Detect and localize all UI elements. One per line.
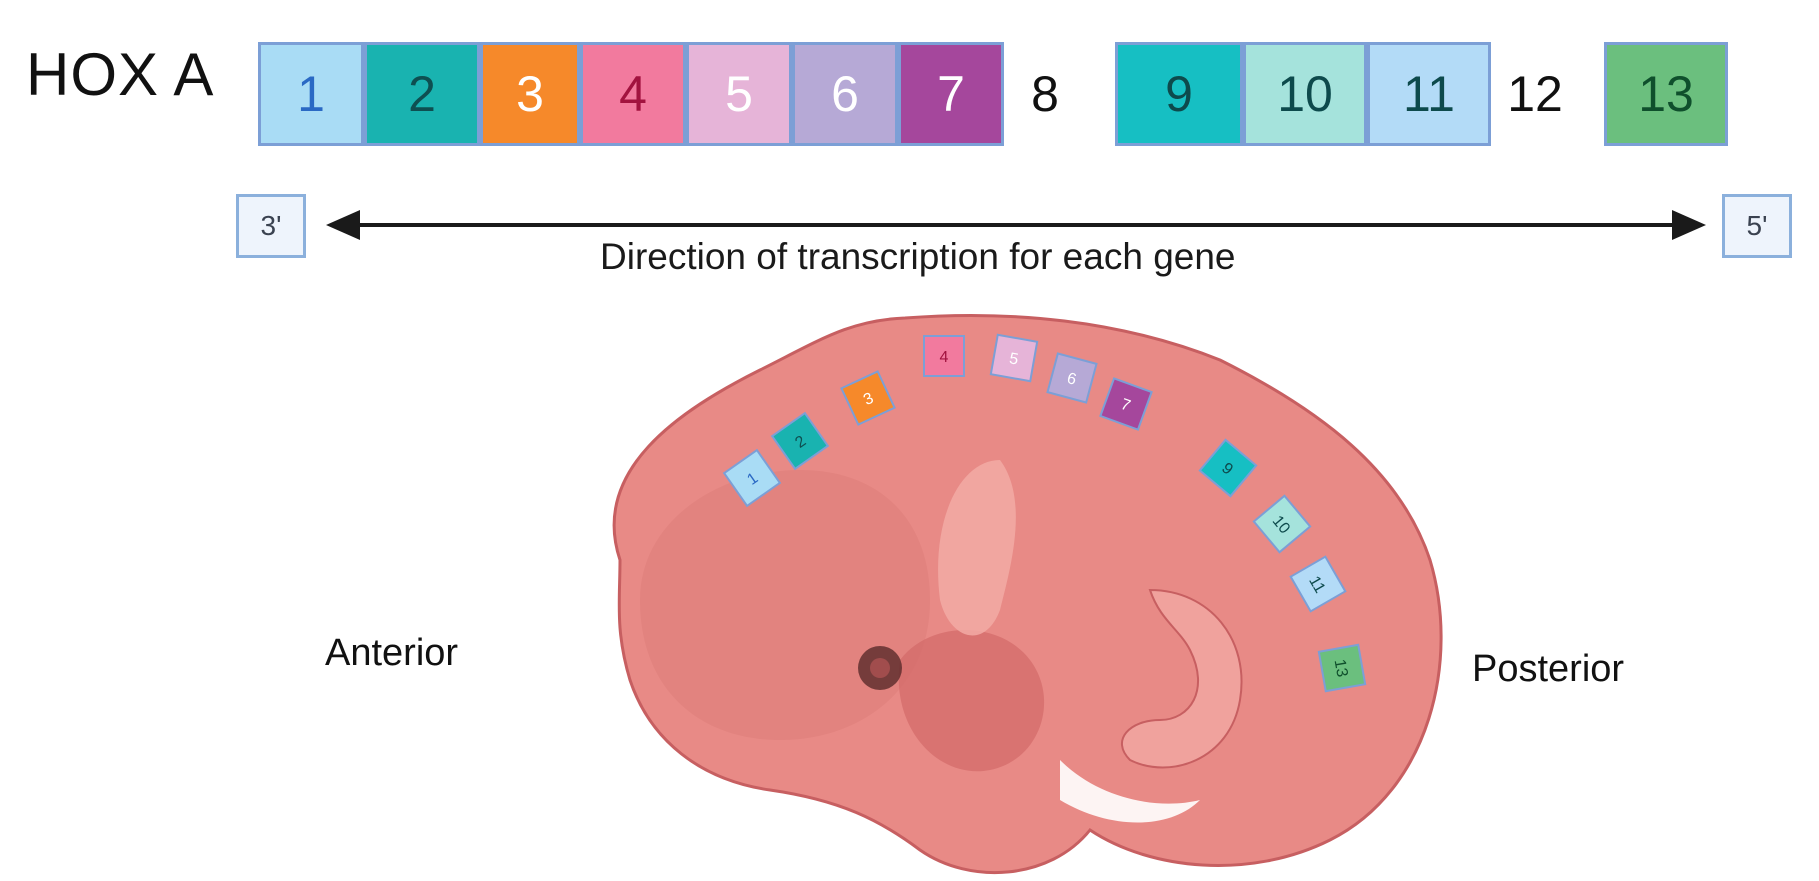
gene-1: 1 [258, 42, 364, 146]
posterior-label: Posterior [1472, 648, 1625, 690]
limb-bud [938, 460, 1016, 636]
gene-8: 8 [1031, 66, 1059, 122]
embryo-marker-6: 6 [1046, 352, 1098, 404]
embryo-marker-box [770, 411, 830, 471]
embryo-marker-5: 5 [989, 333, 1039, 383]
eye-highlight [870, 658, 890, 678]
embryo-marker-label: 13 [1331, 658, 1351, 679]
axis-caption: Direction of transcription for each gene [600, 236, 1236, 277]
embryo-marker-box [1252, 494, 1312, 554]
gene-12: 12 [1507, 66, 1563, 122]
embryo-marker-label: 5 [1008, 350, 1020, 368]
gene-5: 5 [686, 42, 792, 146]
embryo-marker-box [989, 333, 1039, 383]
five-prime-label: 5' [1722, 194, 1792, 258]
umbilical-gap [1060, 760, 1200, 823]
embryo-marker-1: 1 [722, 448, 782, 508]
embryo-marker-box [840, 370, 896, 426]
embryo-marker-10: 10 [1252, 494, 1312, 554]
gene-10: 10 [1243, 42, 1367, 146]
embryo-marker-box [1289, 555, 1347, 613]
embryo-marker-2: 2 [770, 411, 830, 471]
embryo-marker-box [923, 335, 965, 377]
gene-11: 11 [1367, 42, 1491, 146]
axis-right-arrowhead [1672, 210, 1706, 240]
gene-9: 9 [1115, 42, 1243, 146]
three-prime-label: 3' [236, 194, 306, 258]
cluster-label: HOX A [26, 41, 215, 108]
embryo-marker-box [1099, 377, 1153, 431]
embryo-marker-4: 4 [923, 335, 965, 377]
heart-bulge [898, 630, 1045, 772]
gene-7: 7 [898, 42, 1004, 146]
embryo-marker-box [1198, 438, 1258, 498]
gene-3: 3 [480, 42, 580, 146]
embryo-marker-box [1046, 352, 1098, 404]
axis-left-arrowhead [326, 210, 360, 240]
anterior-label: Anterior [325, 632, 459, 674]
embryo-marker-label: 11 [1305, 573, 1328, 596]
embryo-marker-box [722, 448, 782, 508]
gene-6: 6 [792, 42, 898, 146]
embryo-marker-label: 6 [1065, 370, 1078, 389]
embryo-marker-7: 7 [1099, 377, 1153, 431]
head-lobe [640, 470, 930, 740]
embryo-marker-9: 9 [1198, 438, 1258, 498]
embryo-marker-13: 13 [1317, 643, 1367, 693]
transcription-axis [326, 210, 1706, 240]
gene-13: 13 [1604, 42, 1728, 146]
embryo-marker-11: 11 [1289, 555, 1347, 613]
embryo-marker-3: 3 [840, 370, 896, 426]
tail-curl [1120, 588, 1243, 769]
embryo-marker-box [1317, 643, 1367, 693]
embryo-marker-label: 4 [940, 349, 949, 366]
gene-2: 2 [364, 42, 480, 146]
gene-4: 4 [580, 42, 686, 146]
